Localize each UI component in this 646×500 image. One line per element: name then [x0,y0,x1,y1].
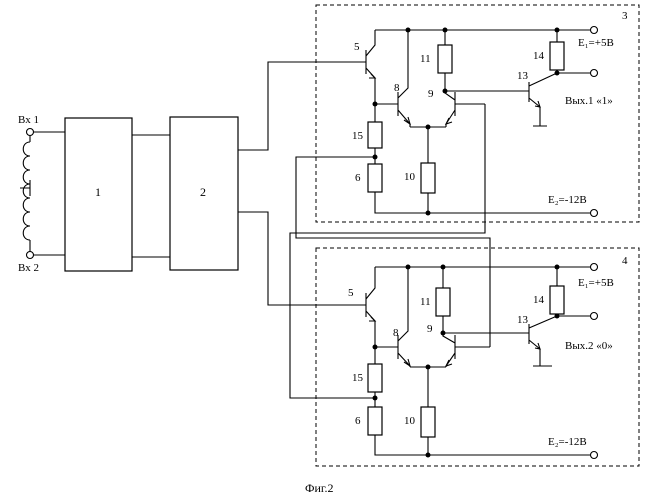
unit-4-e2-label: E₂=-12В [548,436,587,448]
input-label-1: Вх 1 [18,114,39,126]
unit-4-resistor-11 [436,288,450,316]
unit-3-label-15: 15 [352,130,364,142]
unit-4-transistor-5 [356,267,375,347]
input-coil [23,136,30,252]
unit-4-e1-label: E₁=+5В [578,277,614,289]
unit-3-label-6: 6 [355,172,361,184]
unit-3-pin-e1 [591,27,598,34]
unit-3-e1-label: E₁=+5В [578,37,614,49]
unit-3-resistor-14 [550,42,564,70]
unit-4-transistor-diff-right [443,333,490,367]
unit-3-resistor-6 [368,164,382,192]
unit-4-label-14: 14 [533,294,545,306]
unit-4: 4 E₁=+5В 5 15 6 E₂=-12В [316,248,639,466]
wire-block2-unit4 [238,212,356,305]
input-label-2: Вх 2 [18,262,39,274]
cross-wire-unit3-to-unit4 [296,157,490,347]
unit-3-resistor-15 [368,122,382,148]
unit-3-number: 3 [622,10,628,22]
unit-3-output-label: Вых.1 «1» [565,95,613,107]
unit-4-output-terminal[interactable] [591,313,598,320]
unit-3-label-11: 11 [420,53,431,65]
unit-4-transistor-8 [398,267,410,367]
unit-4-transistor-13 [529,316,557,366]
wire-block2-unit3 [238,62,356,150]
unit-3-transistor-diff-right [445,91,485,127]
unit-4-label-10: 10 [404,415,416,427]
unit-3-label-8: 8 [394,82,400,94]
unit-4-number: 4 [622,255,628,267]
unit-4-resistor-6 [368,407,382,435]
unit-3-label-5: 5 [354,41,360,53]
block-2: 2 [170,117,238,270]
unit-4-resistor-15 [368,364,382,392]
unit-3-label-14: 14 [533,50,545,62]
unit-4-resistor-10 [421,407,435,437]
input-terminal-1 [27,129,34,136]
unit-4-label-15: 15 [352,372,364,384]
cross-wire-unit4-to-unit3 [290,104,485,398]
unit-3-e2-label: E₂=-12В [548,194,587,206]
unit-4-pin-e2 [591,452,598,459]
unit-4-label-11: 11 [420,296,431,308]
block-1-label: 1 [95,185,101,199]
input-terminal-2 [27,252,34,259]
unit-3-transistor-8 [398,30,410,127]
unit-3-transistor-13 [529,73,557,126]
unit-3-label-10: 10 [404,171,416,183]
unit-4-label-9: 9 [427,323,433,335]
input-section: Вх 1 Вх 2 [18,114,65,274]
unit-4-pin-e1 [591,264,598,271]
figure-caption: Фиг.2 [305,481,333,495]
unit-3-resistor-10 [421,163,435,193]
unit-4-label-6: 6 [355,415,361,427]
unit-3-output-terminal[interactable] [591,70,598,77]
unit-4-output-label: Вых.2 «0» [565,340,613,352]
unit-4-label-5: 5 [348,287,354,299]
unit-4-label-13: 13 [517,314,529,326]
unit-3-resistor-11 [438,45,452,73]
unit-3-label-13: 13 [517,70,529,82]
unit-3-pin-e2 [591,210,598,217]
block-2-label: 2 [200,185,206,199]
unit-4-resistor-14 [550,286,564,314]
unit-4-label-8: 8 [393,327,399,339]
block-1: 1 [65,118,132,271]
unit-3: 3 E₁=+5В 5 15 6 E₂=-12В [316,5,639,222]
unit-3-label-9: 9 [428,88,434,100]
